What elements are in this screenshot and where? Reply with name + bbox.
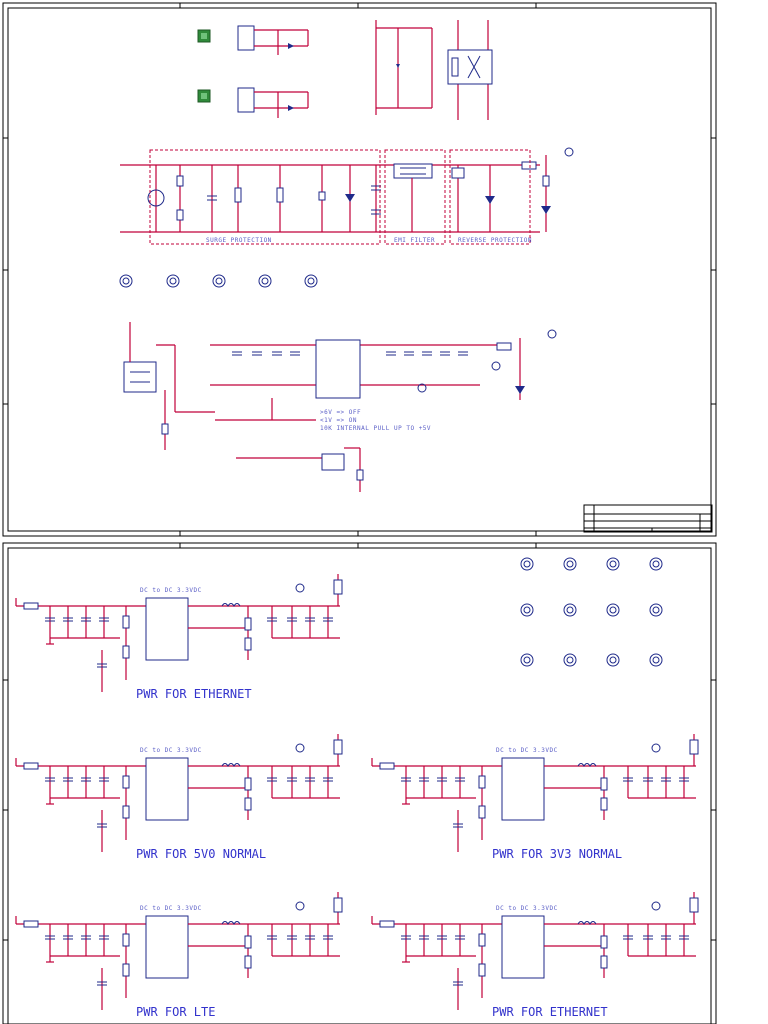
regulator-block-5v0-normal: DC to DC 3.3VDC PWR FOR 5V0 NORMAL — [15, 734, 343, 861]
emi-filter — [384, 149, 446, 245]
regulator-block-ethernet-2: DC to DC 3.3VDC PWR FOR ETHERNET — [371, 892, 699, 1019]
regulator-header-text: DC to DC 3.3VDC — [140, 587, 202, 594]
sheet-1-frame — [2, 2, 717, 537]
emi-label: EMI FILTER — [394, 237, 435, 244]
regulator-block-title: PWR FOR ETHERNET — [136, 687, 252, 701]
regulator-header-text: DC to DC 3.3VDC — [496, 747, 558, 754]
mounting-holes-sheet-1 — [119, 274, 318, 288]
input-connector-1 — [197, 25, 309, 55]
surge-label: SURGE PROTECTION — [206, 237, 272, 244]
regulator-block-title: PWR FOR ETHERNET — [492, 1005, 608, 1019]
pwm-reset-circuit — [236, 447, 364, 492]
regulator-block-3v3-normal: DC to DC 3.3VDC PWR FOR 3V3 NORMAL — [371, 734, 699, 861]
surge-protection-circuit — [120, 149, 540, 245]
regulator-block-title: PWR FOR 3V3 NORMAL — [492, 847, 622, 861]
ignition-sense-circuit — [123, 322, 215, 450]
sheet-2-frame — [2, 542, 717, 1024]
regulator-block-ethernet-1: DC to DC 3.3VDC PWR FOR ETHERNET — [15, 574, 343, 701]
regulator-block-lte: DC to DC 3.3VDC PWR FOR LTE — [15, 892, 343, 1019]
svg-text:<1V => ON: <1V => ON — [320, 417, 357, 424]
reverse-protection — [449, 147, 574, 245]
power-entry-block — [375, 20, 493, 120]
regulator-header-text: DC to DC 3.3VDC — [496, 905, 558, 912]
input-connector-2 — [197, 87, 309, 118]
svg-text:REVERSE PROTECTION: REVERSE PROTECTION — [458, 237, 532, 244]
title-block-sheet-1 — [583, 504, 713, 533]
ignition-notes: >6V => OFF <1V => ON 10K INTERNAL PULL U… — [320, 409, 431, 432]
mounting-holes-sheet-2 — [520, 557, 663, 667]
regulator-header-text: DC to DC 3.3VDC — [140, 747, 202, 754]
main-regulator — [210, 329, 557, 421]
regulator-header-text: DC to DC 3.3VDC — [140, 905, 202, 912]
svg-text:SURGE PROTECTION: SURGE PROTECTION — [206, 237, 272, 244]
svg-text:EMI FILTER: EMI FILTER — [394, 237, 435, 244]
regulator-block-title: PWR FOR LTE — [136, 1005, 215, 1019]
svg-text:10K INTERNAL PULL UP TO +5V: 10K INTERNAL PULL UP TO +5V — [320, 425, 431, 432]
svg-text:>6V => OFF: >6V => OFF — [320, 409, 361, 416]
reverse-label: REVERSE PROTECTION — [458, 237, 532, 244]
regulator-block-title: PWR FOR 5V0 NORMAL — [136, 847, 266, 861]
